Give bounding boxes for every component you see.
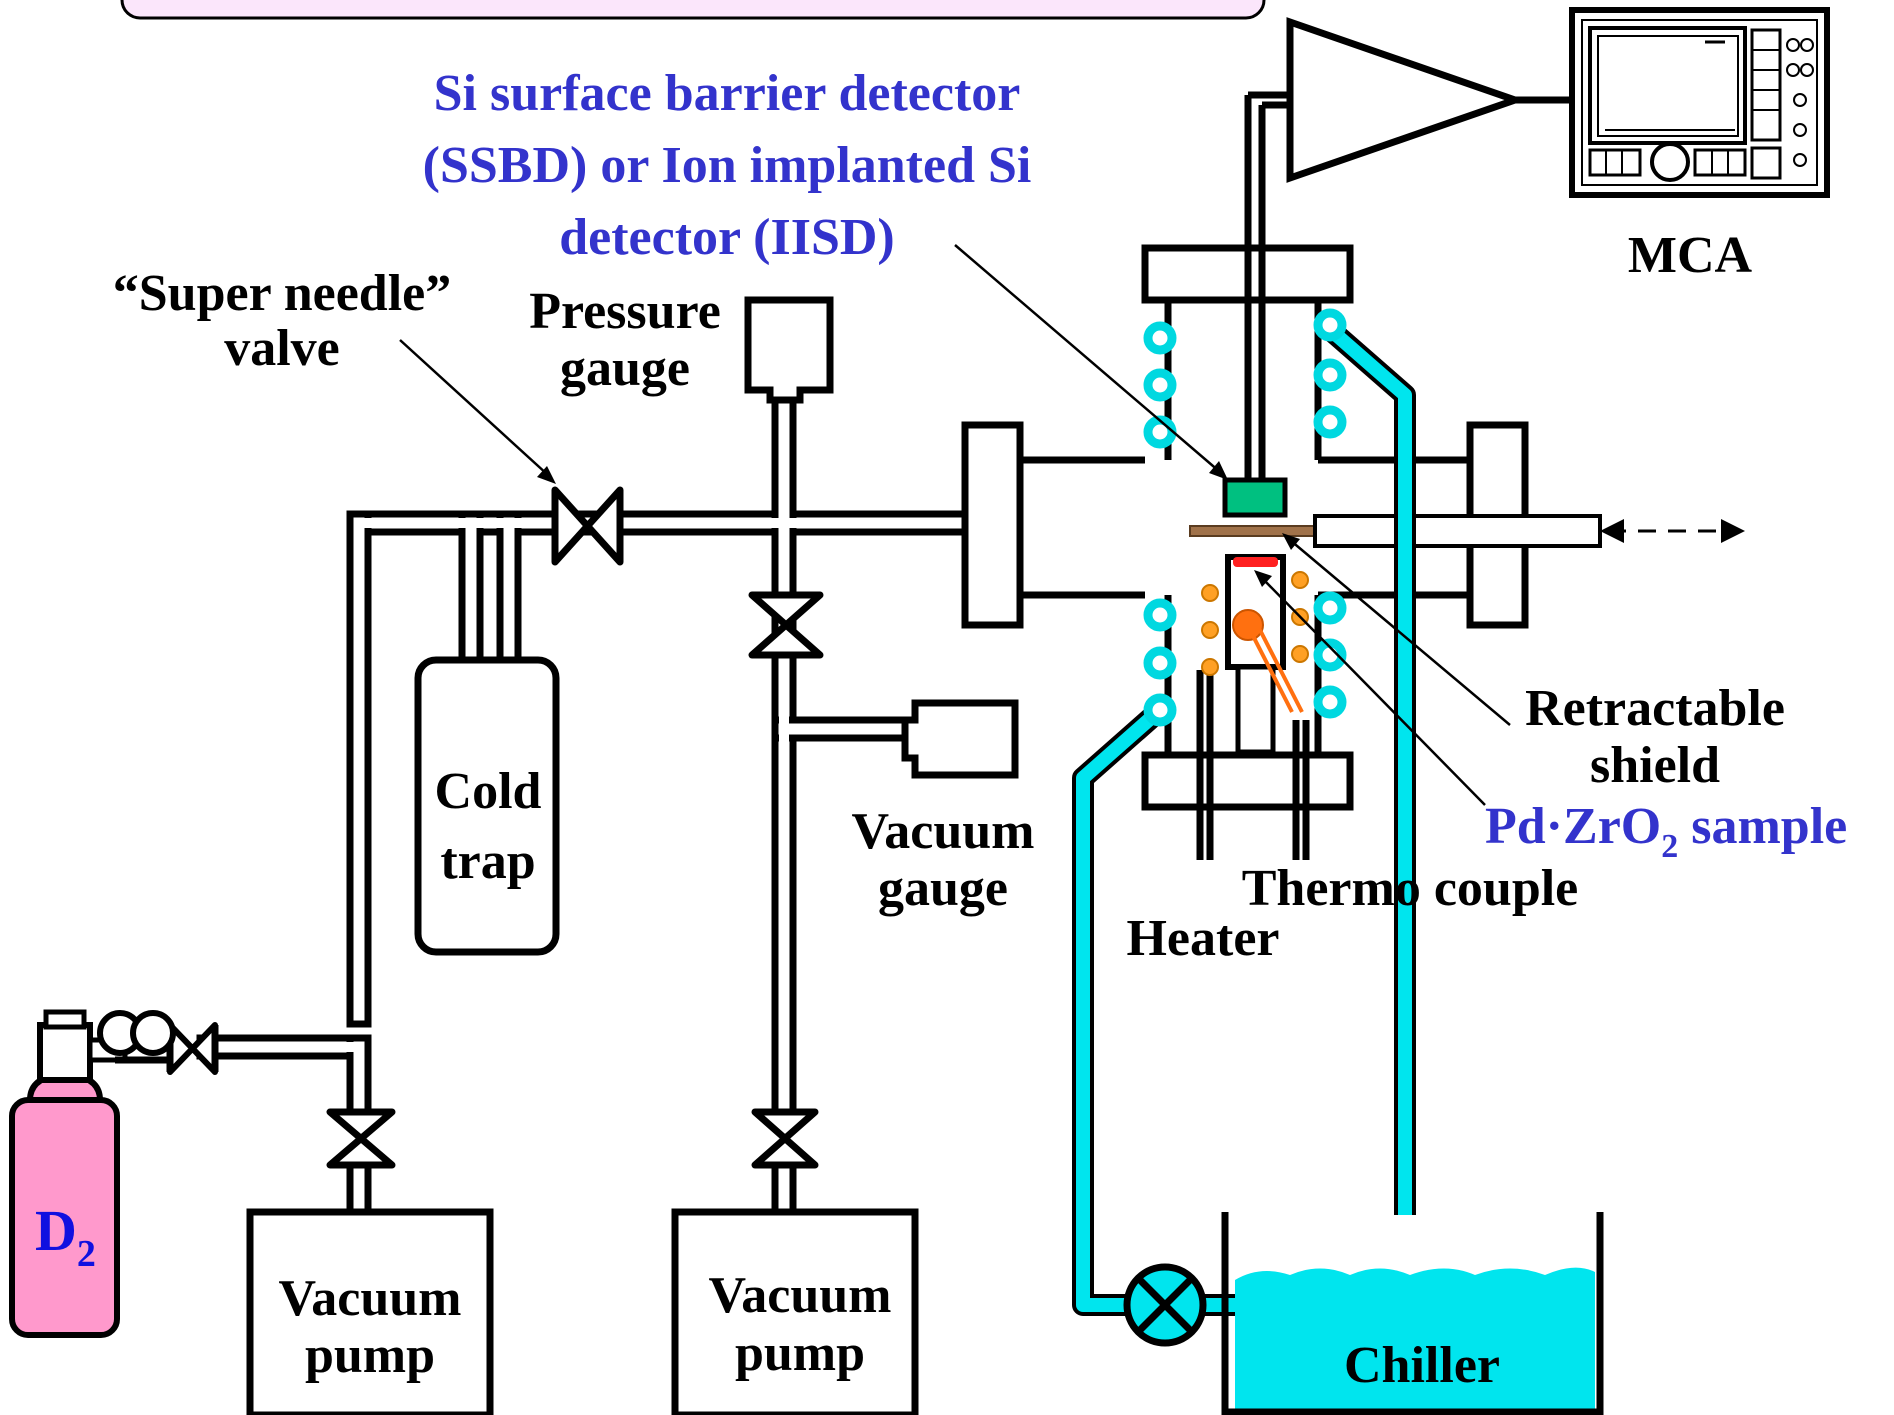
detector-label-line1: Si surface barrier detector — [434, 65, 1021, 122]
retractable-shield-rod — [1313, 514, 1602, 548]
vacuum-pump-right-label-line2: pump — [735, 1325, 865, 1382]
arrow-right-icon — [1721, 519, 1745, 543]
thermocouple-label: Thermo couple — [1242, 860, 1579, 917]
valve-icon — [751, 1108, 819, 1169]
needle-valve-label-line2: valve — [224, 320, 340, 377]
gas-cylinder-icon — [9, 1009, 176, 1338]
sample-label-sub: 2 — [1661, 828, 1678, 865]
valve-icon — [166, 1022, 219, 1075]
sample-label-suffix: sample — [1678, 798, 1847, 855]
cold-trap-label-line1: Cold — [435, 763, 542, 820]
amplifier-icon — [1286, 17, 1526, 183]
title-box — [120, 0, 1266, 20]
leader-lines — [399, 244, 1511, 806]
vacuum-gauge-label-line2: gauge — [878, 860, 1008, 917]
heater-coil — [1201, 571, 1309, 676]
d2-label-sub: 2 — [77, 1233, 96, 1275]
vacuum-pump-left-label-line1: Vacuum — [278, 1270, 461, 1327]
cold-trap — [414, 656, 560, 956]
circulation-pump-icon — [1123, 1263, 1207, 1347]
shield-label-line2: shield — [1590, 737, 1720, 794]
vacuum-gauge — [901, 699, 1019, 779]
pipe-interiors — [204, 399, 964, 1121]
detector-label-line2: (SSBD) or Ion implanted Si — [423, 137, 1032, 194]
sample-plate — [1189, 525, 1316, 537]
vacuum-pump-left-label-line2: pump — [305, 1327, 435, 1384]
heater-label: Heater — [1126, 910, 1279, 967]
valve-icon — [748, 591, 824, 659]
sample-label-main: Pd·ZrO — [1485, 798, 1661, 855]
mca-label: MCA — [1628, 227, 1753, 284]
needle-valve-label-line1: “Super needle” — [113, 265, 452, 322]
shield-label-line1: Retractable — [1525, 680, 1785, 737]
d2-label: D2 — [35, 1198, 96, 1275]
chiller-tank — [1221, 1212, 1604, 1415]
mca-instrument-icon — [1569, 7, 1830, 198]
sample-label: Pd·ZrO2 sample — [1485, 798, 1847, 865]
detector — [1222, 477, 1288, 518]
signal-cable — [1244, 91, 1290, 480]
vacuum-pump-right-label-line1: Vacuum — [708, 1267, 891, 1324]
d2-label-main: D — [35, 1198, 77, 1263]
vacuum-pump-left — [246, 1208, 494, 1415]
valve-icon — [551, 486, 624, 566]
pressure-gauge-label-line2: gauge — [560, 340, 690, 397]
vacuum-pump-right — [671, 1208, 919, 1415]
heater-stem — [1235, 664, 1276, 755]
cooling-water-tubes — [1072, 316, 1416, 1316]
cooling-coil — [1143, 308, 1347, 727]
valve-icon — [326, 1108, 396, 1169]
pressure-gauge-label-line1: Pressure — [529, 283, 721, 340]
labels: Si surface barrier detector (SSBD) or Io… — [35, 65, 1847, 1394]
pressure-gauge — [744, 296, 834, 404]
arrow-left-icon — [1600, 519, 1624, 543]
detector-label-line3: detector (IISD) — [559, 209, 895, 266]
sample-pd-zro2 — [1233, 557, 1278, 567]
vacuum-gauge-label-line1: Vacuum — [851, 803, 1034, 860]
cold-trap-label-line2: trap — [440, 833, 535, 890]
chiller-label: Chiller — [1344, 1337, 1500, 1394]
thermocouple — [1232, 609, 1304, 713]
